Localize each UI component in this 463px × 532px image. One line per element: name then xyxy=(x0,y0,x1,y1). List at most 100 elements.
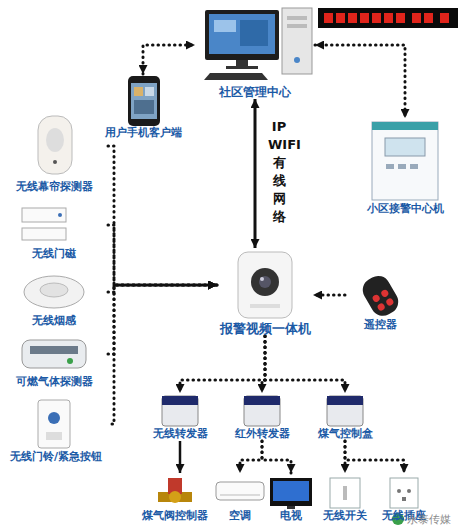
door-sensor-icon xyxy=(22,208,66,222)
alarm-center-icon xyxy=(410,164,418,169)
computer-tower xyxy=(282,8,312,74)
solid-arrow xyxy=(179,441,182,473)
gas-valve-icon xyxy=(158,478,192,503)
gas-detector-icon xyxy=(67,358,73,364)
led-sign xyxy=(440,13,449,23)
dotted-arrow xyxy=(345,441,404,473)
alarm-center-icon xyxy=(372,122,438,130)
camera-icon xyxy=(250,304,280,308)
remote-icon xyxy=(376,302,386,312)
led-sign xyxy=(360,13,369,23)
phone-icon xyxy=(134,100,154,114)
gas-valve-icon xyxy=(158,492,192,502)
curtain-detector-icon xyxy=(38,116,72,174)
switch-icon xyxy=(330,478,360,508)
device-node: 无线门铃/紧急按钮 xyxy=(0,398,112,464)
smoke-sensor-icon xyxy=(40,283,68,297)
dotted-arrow xyxy=(108,285,217,292)
device-node: 遥控器 xyxy=(345,272,415,332)
node-label: 无线开关 xyxy=(318,509,372,523)
node-label: 无线门磁 xyxy=(0,247,108,261)
doorbell-icon xyxy=(38,400,70,448)
switch-icon xyxy=(343,486,347,500)
computer-tower xyxy=(287,24,307,28)
remote-icon xyxy=(358,272,402,321)
curtain-detector-icon xyxy=(38,116,72,174)
door-sensor-icon xyxy=(58,213,62,217)
dotted-arrow xyxy=(108,146,217,285)
smoke-sensor-icon xyxy=(24,276,84,308)
doorbell-icon xyxy=(46,432,62,440)
socket-icon xyxy=(390,478,418,508)
dotted-arrow xyxy=(262,336,265,393)
socket-icon xyxy=(397,489,401,493)
led-sign xyxy=(396,13,405,23)
node-label: 用户手机客户端 xyxy=(88,126,198,140)
led-sign xyxy=(384,13,393,23)
device-node: 煤气阀控制器 xyxy=(138,473,212,523)
dotted-arrow xyxy=(265,336,345,393)
phone-icon xyxy=(131,83,157,119)
forwarder-icon xyxy=(162,396,198,405)
tv-icon xyxy=(273,481,309,501)
socket-icon xyxy=(407,489,411,493)
computer-monitor xyxy=(204,73,268,80)
device-node: 红外转发器 xyxy=(222,393,302,441)
dotted-arrow xyxy=(180,336,265,393)
computer-monitor xyxy=(205,10,279,60)
computer-tower xyxy=(282,8,312,74)
node-label: 无线烟感 xyxy=(0,314,108,328)
curtain-detector-icon xyxy=(53,160,57,164)
computer-monitor xyxy=(236,60,248,66)
forwarder-icon xyxy=(244,396,280,426)
camera-icon xyxy=(251,268,279,296)
door-sensor-icon xyxy=(22,228,66,240)
edge-label: IP WIFI 有线网络 xyxy=(268,118,290,226)
doorbell-icon xyxy=(38,400,70,448)
door-sensor-icon xyxy=(22,208,66,240)
node-label: 社区管理中心 xyxy=(195,85,315,99)
remote-icon xyxy=(358,272,402,321)
forwarder-icon xyxy=(162,396,198,426)
gas-detector-icon xyxy=(22,340,86,368)
alarm-center-icon xyxy=(372,122,438,200)
dotted-arrow xyxy=(112,285,217,424)
device-node: 无线开关 xyxy=(318,473,372,523)
socket-icon xyxy=(402,497,406,501)
gas-detector-icon xyxy=(22,340,86,368)
led-sign xyxy=(348,13,357,23)
alarm-center-icon xyxy=(398,164,406,169)
phone-icon xyxy=(128,76,160,126)
device-node: 小区接警中心机 xyxy=(350,118,460,216)
led-sign xyxy=(318,8,458,28)
tv-icon xyxy=(270,478,312,509)
device-node: 无线转发器 xyxy=(140,393,220,441)
node-label: 无线幕帘探测器 xyxy=(0,180,108,194)
alarm-center-icon xyxy=(386,164,394,169)
alarm-center-icon xyxy=(372,122,438,200)
node-label: 红外转发器 xyxy=(222,427,302,441)
phone-icon xyxy=(134,87,143,96)
device-node: 报警视频一体机 xyxy=(217,248,313,336)
curtain-detector-icon xyxy=(46,128,64,152)
phone-icon xyxy=(128,76,160,126)
device-node: 空调 xyxy=(215,473,265,523)
phone-icon xyxy=(145,87,154,96)
device-node: 社区管理中心 xyxy=(195,5,315,99)
computer-tower xyxy=(294,57,300,63)
node-label: 电视 xyxy=(268,509,314,523)
air-conditioner-icon xyxy=(220,495,260,496)
node-label: 小区接警中心机 xyxy=(350,202,460,216)
dotted-arrow xyxy=(143,45,195,74)
dotted-arrow xyxy=(262,441,291,473)
dotted-arrow xyxy=(344,441,347,473)
node-label: 可燃气体探测器 xyxy=(0,375,108,389)
remote-icon xyxy=(385,297,395,307)
led-sign xyxy=(318,8,458,28)
node-label: 无线门铃/紧急按钮 xyxy=(0,450,112,464)
forwarder-icon xyxy=(244,396,280,405)
socket-icon xyxy=(390,478,418,508)
dotted-arrow xyxy=(240,441,262,473)
computer-monitor xyxy=(209,14,275,54)
led-sign xyxy=(412,13,421,23)
